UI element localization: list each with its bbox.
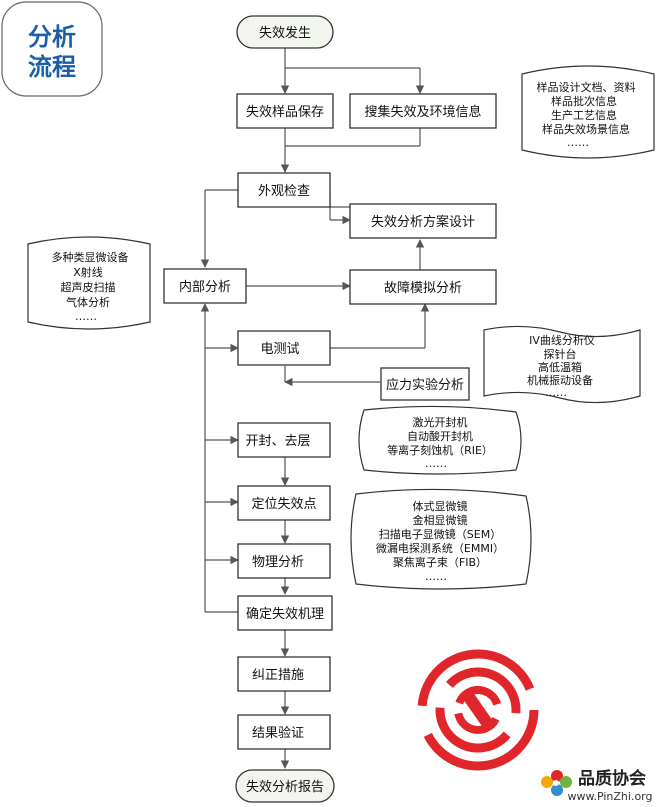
note-internal-tools: 多种类显微设备 X射线 超声皮扫描 气体分析 ……	[27, 236, 151, 330]
node-decap: 开封、去层	[237, 422, 331, 458]
brand-name: 品质协会	[578, 768, 646, 789]
title-line-1: 分析	[28, 23, 76, 51]
node-electrical: 电测试	[237, 330, 331, 366]
node-end: 失效分析报告	[235, 769, 335, 803]
node-visual: 外观检查	[237, 172, 331, 208]
node-corrective-label: 纠正措施	[252, 668, 304, 683]
node-mechanism: 确定失效机理	[237, 595, 333, 631]
node-simulate: 故障模拟分析	[349, 269, 497, 305]
note-internal-tools-line-4: ……	[75, 310, 97, 323]
node-preserve: 失效样品保存	[236, 93, 334, 129]
note-physical-tools: 体式显微镜 金相显微镜 扫描电子显微镜（SEM） 微漏电探测系统（EMMI） 聚…	[350, 488, 532, 590]
note-decap-tools: 激光开封机 自动酸开封机 等离子刻蚀机（RIE） ……	[358, 405, 522, 475]
note-physical-tools-line-0: 体式显微镜	[413, 499, 468, 513]
node-verify-label: 结果验证	[252, 725, 304, 741]
node-collect: 搜集失效及环境信息	[349, 93, 497, 129]
note-info-line-4: ……	[567, 136, 589, 149]
note-info-line-3: 样品失效场景信息	[542, 122, 630, 136]
note-decap-tools-line-2: 等离子刻蚀机（RIE）	[387, 443, 493, 457]
note-electrical-tools: IV曲线分析仪 探针台 高低温箱 机械振动设备 ……	[483, 325, 641, 404]
note-electrical-tools-line-2: 高低温箱	[538, 360, 582, 374]
note-physical-tools-line-4: 聚焦离子束（FIB）	[393, 555, 487, 569]
swirl-logo	[417, 649, 539, 771]
node-physical: 物理分析	[237, 543, 331, 579]
brand-url: www.PinZhi.org	[568, 790, 653, 803]
note-physical-tools-line-1: 金相显微镜	[413, 513, 468, 527]
node-visual-label: 外观检查	[258, 184, 310, 199]
title-line-2: 流程	[28, 53, 76, 81]
note-decap-tools-line-0: 激光开封机	[413, 415, 468, 429]
note-info-line-0: 样品设计文档、资料	[537, 80, 636, 94]
brand-footer: 品质协会 www.PinZhi.org	[541, 768, 653, 803]
note-decap-tools-line-1: 自动酸开封机	[407, 429, 473, 443]
note-info-line-2: 生产工艺信息	[551, 108, 617, 122]
note-electrical-tools-line-0: IV曲线分析仪	[529, 333, 595, 347]
note-physical-tools-line-5: ……	[425, 570, 447, 583]
note-internal-tools-line-2: 超声皮扫描	[61, 280, 116, 294]
node-electrical-label: 电测试	[260, 342, 299, 357]
node-design: 失效分析方案设计	[349, 203, 497, 239]
node-mechanism-label: 确定失效机理	[246, 607, 324, 622]
note-physical-tools-line-3: 微漏电探测系统（EMMI）	[376, 541, 504, 555]
node-verify: 结果验证	[237, 714, 331, 750]
node-locate-label: 定位失效点	[251, 497, 316, 512]
note-physical-tools-line-2: 扫描电子显微镜（SEM）	[379, 527, 501, 541]
node-start-label: 失效发生	[259, 25, 311, 41]
node-internal: 内部分析	[163, 268, 247, 304]
node-start: 失效发生	[236, 15, 334, 49]
node-stress: 应力实验分析	[380, 367, 470, 401]
flower-icon	[541, 770, 572, 796]
note-info-line-1: 样品批次信息	[551, 94, 617, 108]
node-decap-label: 开封、去层	[245, 434, 310, 449]
note-internal-tools-line-0: 多种类显微设备	[52, 250, 129, 264]
node-design-label: 失效分析方案设计	[371, 214, 475, 230]
note-electrical-tools-line-4: ……	[545, 386, 567, 399]
node-end-label: 失效分析报告	[246, 780, 324, 795]
note-info: 样品设计文档、资料 样品批次信息 生产工艺信息 样品失效场景信息 ……	[521, 65, 655, 159]
node-stress-label: 应力实验分析	[386, 377, 464, 393]
note-electrical-tools-line-3: 机械振动设备	[527, 373, 593, 387]
node-locate: 定位失效点	[237, 485, 331, 521]
node-corrective: 纠正措施	[237, 656, 331, 692]
note-internal-tools-line-3: 气体分析	[66, 295, 110, 309]
node-simulate-label: 故障模拟分析	[384, 281, 462, 296]
node-collect-label: 搜集失效及环境信息	[364, 104, 481, 120]
note-electrical-tools-line-1: 探针台	[544, 347, 577, 361]
title-badge: 分析 流程	[1, 1, 103, 97]
note-decap-tools-line-3: ……	[425, 457, 447, 470]
node-preserve-label: 失效样品保存	[246, 105, 324, 120]
node-internal-label: 内部分析	[179, 279, 231, 295]
node-physical-label: 物理分析	[252, 555, 304, 570]
note-internal-tools-line-1: X射线	[73, 265, 103, 279]
